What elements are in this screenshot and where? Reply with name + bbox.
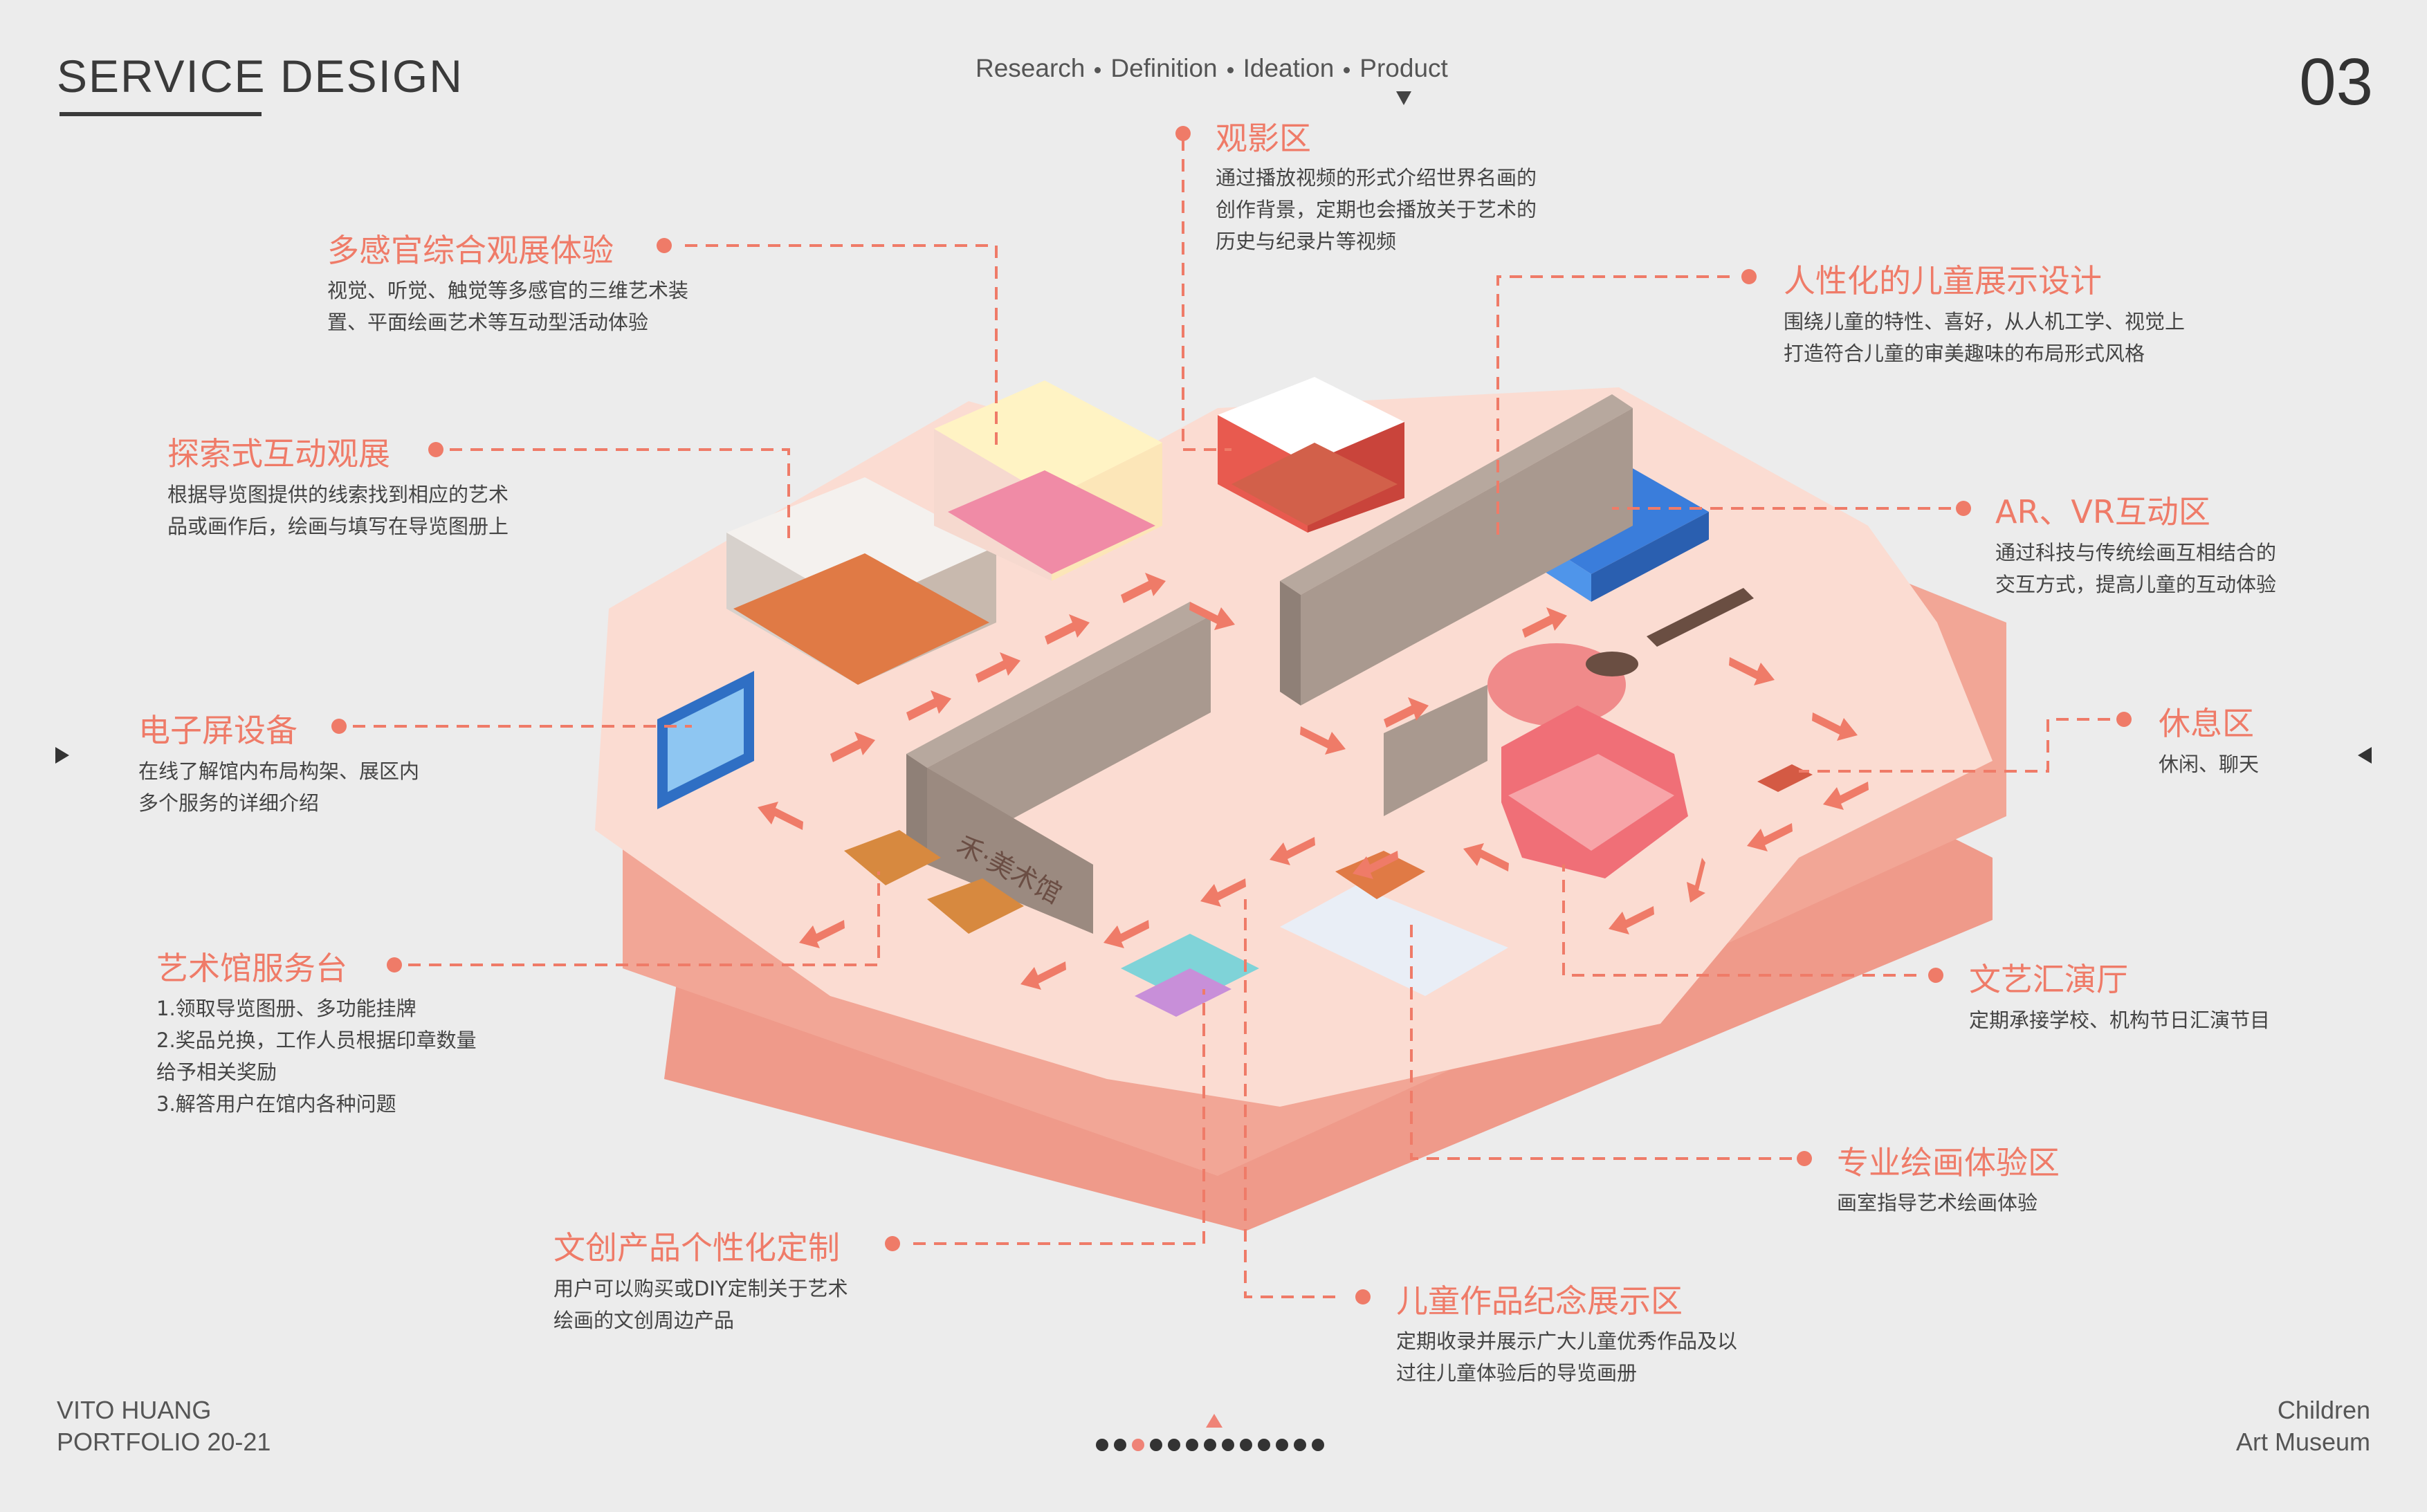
zone-explore-desc: 根据导览图提供的线索找到相应的艺术 品或画作后，绘画与填写在导览图册上	[167, 479, 509, 542]
zone-rest-desc: 休闲、聊天	[2159, 748, 2259, 780]
zone-kids-works-desc: 定期收录并展示广大儿童优秀作品及以 过往儿童体验后的导览画册	[1396, 1325, 1737, 1389]
zone-theater-title: 文艺汇演厅	[1969, 961, 2128, 998]
zone-service-desc: 1.领取导览图册、多功能挂牌 2.奖品兑换，工作人员根据印章数量 给予相关奖励 …	[156, 993, 477, 1120]
zone-kids-works-title: 儿童作品纪念展示区	[1396, 1282, 1683, 1320]
desc-line: 用户可以购买或DIY定制关于艺术	[553, 1277, 848, 1300]
zone-rest-title: 休息区	[2159, 705, 2254, 742]
desc-line: 过往儿童体验后的导览画册	[1396, 1361, 1638, 1385]
zone-multisensory-desc: 视觉、听觉、触觉等多感官的三维艺术装 置、平面绘画艺术等互动型活动体验	[327, 275, 688, 338]
zone-theater-desc: 定期承接学校、机构节日汇演节目	[1969, 1004, 2270, 1036]
zone-service-title: 艺术馆服务台	[156, 950, 347, 987]
desc-line: 交互方式，提高儿童的互动体验	[1995, 573, 2277, 596]
portfolio-label: PORTFOLIO 20-21	[57, 1428, 271, 1456]
desc-line: 画室指导艺术绘画体验	[1837, 1191, 2038, 1215]
process-steps: Research Definition Ideation Product	[976, 54, 1448, 83]
page-dot[interactable]	[1276, 1439, 1288, 1451]
desc-line: 通过播放视频的形式介绍世界名画的	[1216, 166, 1537, 190]
step-definition[interactable]: Definition	[1110, 54, 1218, 82]
zone-painting-desc: 画室指导艺术绘画体验	[1837, 1187, 2037, 1219]
project-name-line1: Children	[2277, 1396, 2370, 1424]
previous-page-arrow-icon[interactable]	[55, 747, 69, 764]
desc-line: 绘画的文创周边产品	[553, 1309, 735, 1332]
leader-dots	[331, 126, 2132, 1304]
step-separator	[1227, 66, 1234, 73]
desc-line: 2.奖品兑换，工作人员根据印章数量	[156, 1029, 477, 1052]
leader-lines	[353, 138, 2110, 1298]
room-multisensory	[934, 380, 1162, 581]
page-dot[interactable]	[1168, 1439, 1180, 1451]
desc-line: 通过科技与传统绘画互相结合的	[1995, 541, 2277, 564]
desc-line: 给予相关奖励	[156, 1060, 277, 1084]
brand-underline	[59, 112, 262, 116]
step-ideation[interactable]: Ideation	[1243, 54, 1335, 82]
gallery-walls	[906, 394, 1633, 934]
zone-screen-title: 电子屏设备	[138, 712, 297, 749]
zone-cinema-title: 观影区	[1216, 120, 1311, 157]
page-dot[interactable]	[1258, 1439, 1270, 1451]
desc-line: 创作背景，定期也会播放关于艺术的	[1216, 198, 1537, 221]
room-explore	[726, 477, 996, 685]
step-separator	[1095, 66, 1101, 73]
painting-studio	[1280, 851, 1508, 996]
desc-line: 置、平面绘画艺术等互动型活动体验	[327, 311, 649, 334]
page-dot[interactable]	[1132, 1439, 1144, 1451]
brand-title: SERVICE DESIGN	[57, 50, 464, 102]
screen-device	[657, 671, 754, 809]
zone-humanized-desc: 围绕儿童的特性、喜好，从人机工学、视觉上 打造符合儿童的审美趣味的布局形式风格	[1784, 306, 2185, 369]
footer-project: Children Art Museum	[2236, 1394, 2370, 1458]
room-cinema	[1218, 377, 1404, 533]
creative-area	[1121, 934, 1259, 1017]
zone-painting-title: 专业绘画体验区	[1837, 1144, 2060, 1181]
page-dot[interactable]	[1096, 1439, 1108, 1451]
desc-line: 视觉、听觉、触觉等多感官的三维艺术装	[327, 279, 689, 302]
desc-line: 历史与纪录片等视频	[1216, 230, 1397, 253]
desc-line: 品或画作后，绘画与填写在导览图册上	[167, 515, 509, 538]
step-research[interactable]: Research	[976, 54, 1086, 82]
zone-cinema-desc: 通过播放视频的形式介绍世界名画的 创作背景，定期也会播放关于艺术的 历史与纪录片…	[1216, 162, 1537, 257]
desc-line: 多个服务的详细介绍	[138, 791, 320, 815]
page-dot[interactable]	[1186, 1439, 1198, 1451]
step-product[interactable]: Product	[1359, 54, 1448, 82]
zone-arvr-title: AR、VR互动区	[1995, 493, 2210, 531]
zone-screen-desc: 在线了解馆内布局构架、展区内 多个服务的详细介绍	[138, 755, 419, 819]
desc-line: 在线了解馆内布局构架、展区内	[138, 759, 420, 783]
zone-multisensory-title: 多感官综合观展体验	[327, 232, 614, 269]
desc-line: 定期收录并展示广大儿童优秀作品及以	[1396, 1329, 1738, 1353]
desc-line: 1.领取导览图册、多功能挂牌	[156, 997, 416, 1020]
zone-arvr-desc: 通过科技与传统绘画互相结合的 交互方式，提高儿童的互动体验	[1995, 537, 2276, 600]
desc-line: 围绕儿童的特性、喜好，从人机工学、视觉上	[1784, 310, 2186, 333]
current-step-pointer-icon	[1396, 91, 1411, 105]
pager-indicator-icon	[1206, 1414, 1222, 1428]
desc-line: 休闲、聊天	[2159, 753, 2260, 776]
page-dots	[1096, 1439, 1324, 1451]
desc-line: 根据导览图提供的线索找到相应的艺术	[167, 483, 509, 506]
page-dot[interactable]	[1150, 1439, 1162, 1451]
page-dot[interactable]	[1114, 1439, 1126, 1451]
project-name-line2: Art Museum	[2235, 1428, 2370, 1456]
page-dot[interactable]	[1204, 1439, 1216, 1451]
footer-author: VITO HUANG PORTFOLIO 20-21	[57, 1394, 271, 1458]
page-dot[interactable]	[1312, 1439, 1324, 1451]
page-number: 03	[2299, 45, 2373, 119]
author-name: VITO HUANG	[57, 1396, 212, 1424]
desc-line: 定期承接学校、机构节日汇演节目	[1969, 1008, 2271, 1032]
step-separator	[1344, 66, 1350, 73]
zone-humanized-title: 人性化的儿童展示设计	[1784, 262, 2102, 299]
zone-explore-title: 探索式互动观展	[167, 435, 390, 472]
service-desks	[844, 830, 1024, 934]
page-dot[interactable]	[1294, 1439, 1306, 1451]
zone-creative-title: 文创产品个性化定制	[553, 1229, 840, 1266]
page-dot[interactable]	[1240, 1439, 1252, 1451]
desc-line: 打造符合儿童的审美趣味的布局形式风格	[1784, 342, 2145, 365]
page-dot[interactable]	[1222, 1439, 1234, 1451]
guitar-theater	[1487, 588, 1754, 878]
zone-creative-desc: 用户可以购买或DIY定制关于艺术 绘画的文创周边产品	[553, 1273, 848, 1336]
flow-arrows	[758, 573, 1869, 990]
next-page-arrow-icon[interactable]	[2358, 747, 2372, 764]
desc-line: 3.解答用户在馆内各种问题	[156, 1092, 396, 1116]
